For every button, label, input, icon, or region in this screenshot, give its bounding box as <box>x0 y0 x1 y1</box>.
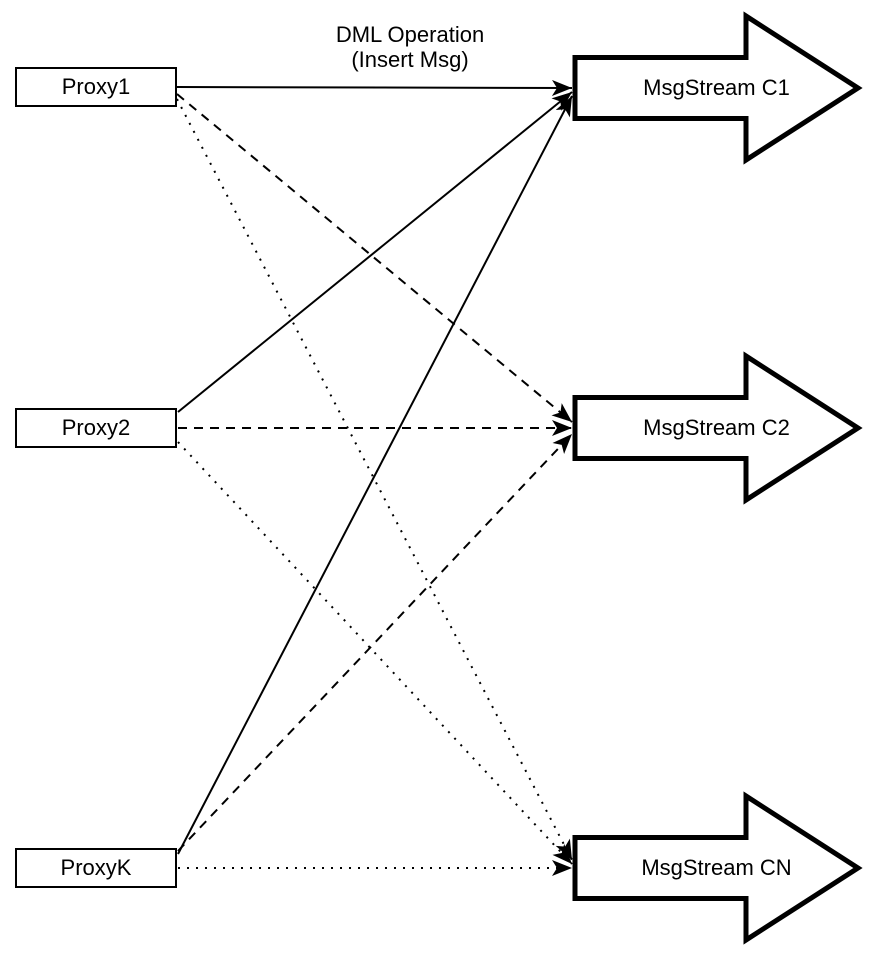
dml-operation-label-line1: DML Operation <box>335 22 485 47</box>
msgstream-c2-label: MsgStream C2 <box>643 415 790 440</box>
edge-proxyk-to-msgstream-c2 <box>177 433 573 852</box>
edge-proxy2-to-msgstream-cn <box>177 441 573 865</box>
msgstream-c2-arrow-shape <box>572 351 863 505</box>
edge-proxy1-to-msgstream-c2 <box>176 93 573 423</box>
node-proxyk: ProxyK <box>15 848 177 888</box>
node-proxyk-label: ProxyK <box>60 855 132 880</box>
edge-proxy1-to-msgstream-cn <box>176 98 573 861</box>
node-proxy1: Proxy1 <box>15 67 177 107</box>
node-proxy2: Proxy2 <box>15 408 177 448</box>
edge-proxyk-to-msgstream-c1 <box>177 95 573 855</box>
edge-proxy2-to-msgstream-c1 <box>177 91 573 413</box>
node-proxy1-label: Proxy1 <box>61 74 131 99</box>
msgstream-c1-label: MsgStream C1 <box>643 75 790 100</box>
msgstream-c1-arrow-shape <box>572 11 863 165</box>
msgstream-cn-label: MsgStream CN <box>641 855 792 880</box>
dml-operation-label-line2: (Insert Msg) <box>351 47 469 72</box>
node-proxy2-label: Proxy2 <box>61 415 131 440</box>
edge-proxy1-to-msgstream-c1 <box>176 79 573 96</box>
msgstream-cn-arrow-shape <box>572 791 863 945</box>
dml-operation-label: DML Operation (Insert Msg) <box>300 22 520 72</box>
